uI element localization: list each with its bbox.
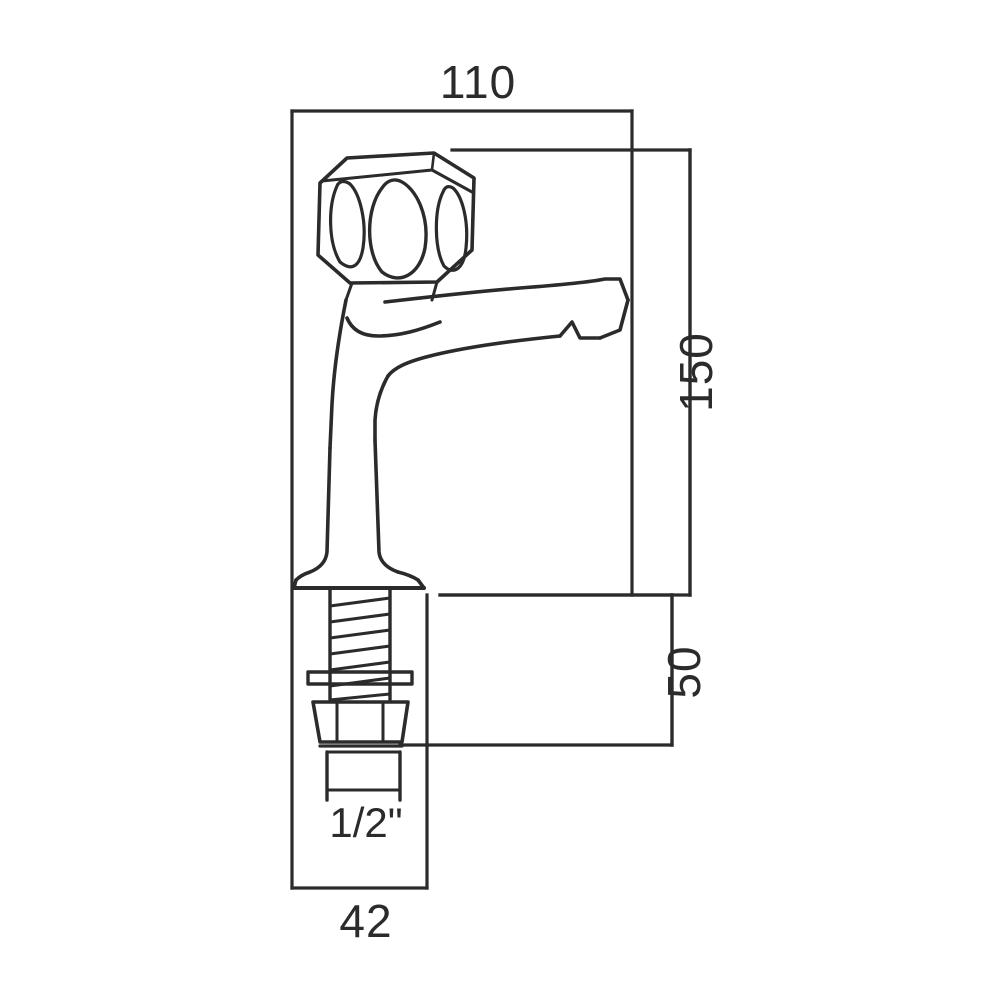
thread-line (328, 628, 392, 640)
thread-line (328, 596, 392, 608)
thread-line (328, 612, 392, 624)
shank-backnut (311, 700, 410, 748)
inlet-pipe (325, 750, 402, 802)
flange-top-left-curve (294, 570, 312, 582)
flange-right-edge (416, 578, 426, 590)
handle-lobe-left (329, 179, 366, 269)
tap-handle-head (316, 151, 476, 302)
column-left-edge (308, 446, 332, 574)
shank-washer (306, 670, 414, 686)
spout-tip-lip (558, 320, 602, 340)
spout-front-curve (328, 298, 348, 450)
spout-tip-right (598, 298, 630, 340)
dimension-frame (290, 109, 692, 890)
spout-under-curve (373, 374, 390, 442)
tap-column (308, 438, 400, 574)
dimension-labels: 110 150 50 1/2" 42 (329, 56, 722, 947)
handle-lobe-right (434, 185, 469, 272)
spout-shoulder-ledge (345, 316, 442, 338)
thread-line (328, 644, 392, 656)
nut-outline (311, 700, 410, 744)
tap-base-flange (292, 570, 426, 590)
dimension-label-110: 110 (440, 56, 516, 108)
spout-inner-lower-edge (386, 334, 562, 378)
dimension-label-150: 150 (670, 332, 722, 412)
thread-lines (328, 596, 392, 702)
tap-illustration (292, 151, 630, 802)
dimension-label-thread-size: 1/2" (329, 799, 402, 846)
washer-outline (306, 670, 414, 686)
flange-left-edge (292, 578, 298, 590)
dimension-label-42: 42 (339, 895, 392, 947)
handle-lobe-center (367, 178, 428, 280)
column-right-edge (373, 438, 400, 574)
dimension-label-50: 50 (658, 645, 710, 698)
threaded-shank (328, 588, 392, 702)
handle-right-bevel (430, 151, 436, 172)
thread-line (328, 660, 392, 672)
thread-line (328, 692, 392, 702)
flange-top-right-curve (396, 570, 420, 582)
spout-top-edge (383, 277, 630, 304)
handle-stem-left (344, 281, 354, 302)
tap-spout (328, 277, 630, 450)
